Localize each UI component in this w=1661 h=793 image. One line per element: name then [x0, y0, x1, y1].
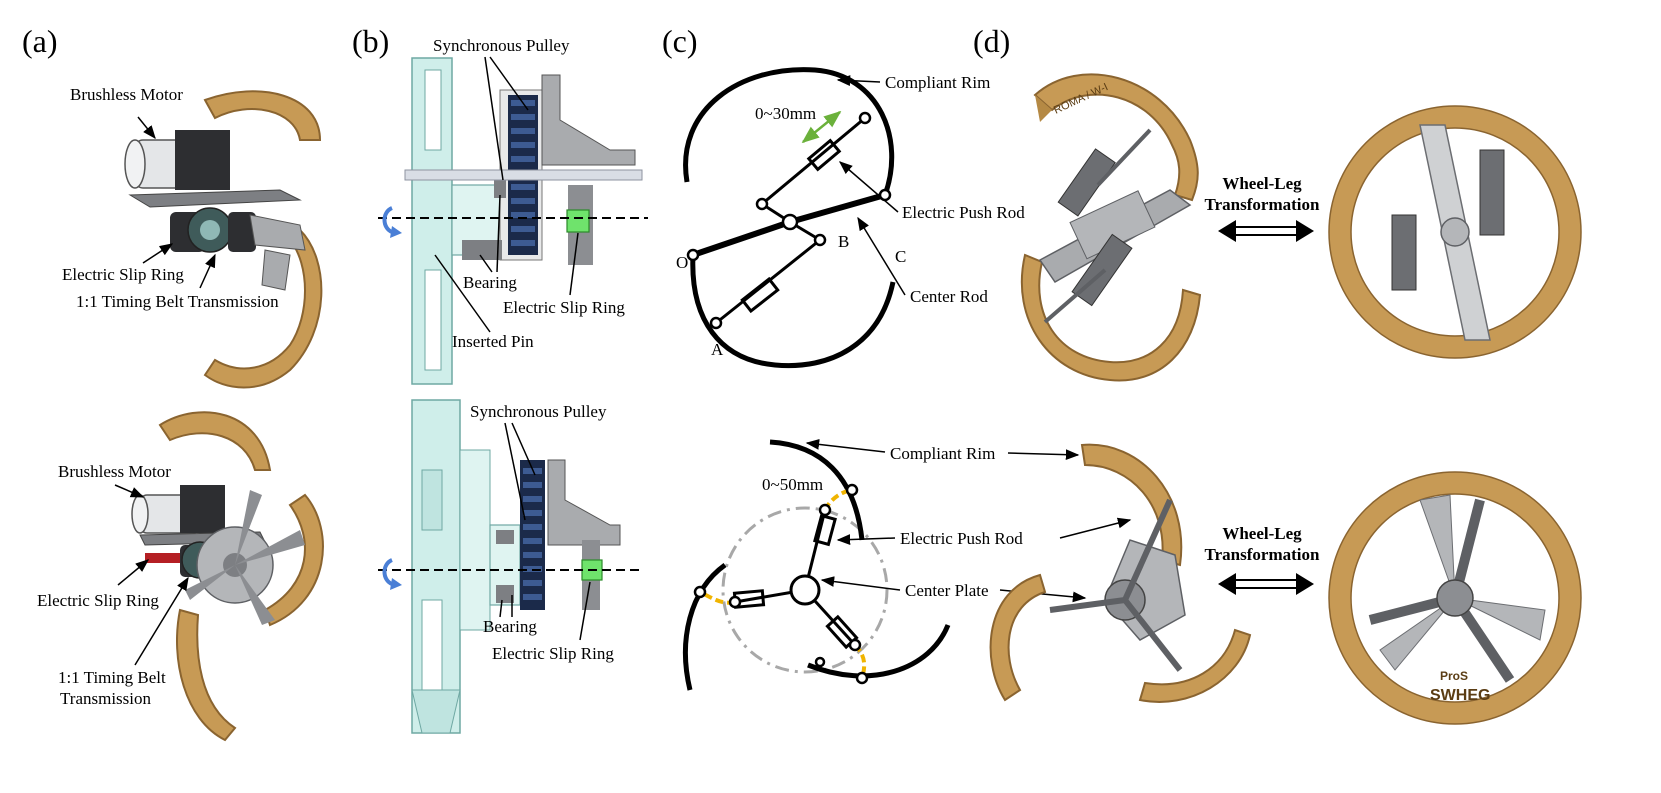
- panel-a-top-render: [124, 90, 323, 389]
- double-arrow-top-icon: [1218, 220, 1314, 242]
- label-electric-push-rod: Electric Push Rod: [902, 203, 1025, 222]
- label-electric-push-rod-bottom: Electric Push Rod: [900, 529, 1023, 548]
- rotation-arrow-icon: [382, 206, 394, 234]
- label-synchronous-pulley: Synchronous Pulley: [433, 36, 570, 55]
- panel-a-top-callouts: Brushless Motor Electric Slip Ring 1:1 T…: [62, 85, 279, 311]
- label-center-plate: Center Plate: [905, 581, 989, 600]
- label-timing-belt-bottom-line1: 1:1 Timing Belt: [58, 668, 166, 687]
- panel-a-bottom-render: [131, 411, 324, 742]
- label-brushless-motor: Brushless Motor: [70, 85, 183, 104]
- label-wheel-leg-bottom-1: Wheel-Leg: [1222, 524, 1302, 543]
- label-electric-slip-ring: Electric Slip Ring: [62, 265, 184, 284]
- label-electric-slip-ring-b-top: Electric Slip Ring: [503, 298, 625, 317]
- double-arrow-bottom-icon: [1218, 573, 1314, 595]
- label-point-o: O: [676, 253, 688, 272]
- panel-a-bottom-callouts: Brushless Motor Electric Slip Ring 1:1 T…: [37, 462, 189, 708]
- label-point-c: C: [895, 247, 906, 266]
- label-timing-belt: 1:1 Timing Belt Transmission: [76, 292, 279, 311]
- panel-d-bottom-transformation: Wheel-Leg Transformation: [1205, 524, 1320, 595]
- rim-text-bottom-d: SWHEG: [1430, 687, 1490, 704]
- panel-d-bottom-leg-mode: [989, 443, 1252, 703]
- label-wheel-leg-top-1: Wheel-Leg: [1222, 174, 1302, 193]
- label-compliant-rim: Compliant Rim: [885, 73, 990, 92]
- panel-c-bottom-diagram: [683, 439, 951, 691]
- label-stroke-50: 0~50mm: [762, 475, 823, 494]
- panel-d-bottom-wheel-mode: SWHEG ProS: [1328, 471, 1582, 725]
- panel-label-b: (b): [352, 23, 389, 59]
- stroke-arrow-top: [801, 110, 842, 144]
- label-compliant-rim-bottom: Compliant Rim: [890, 444, 995, 463]
- panel-d-top-wheel-mode: [1328, 105, 1582, 359]
- panel-c-top-callouts: 0~30mm Compliant Rim Electric Push Rod C…: [676, 73, 1025, 359]
- label-inserted-pin: Inserted Pin: [452, 332, 534, 351]
- label-electric-slip-ring-bottom: Electric Slip Ring: [37, 591, 159, 610]
- panel-b-bottom-section: [378, 399, 640, 734]
- label-wheel-leg-top-2: Transformation: [1205, 195, 1320, 214]
- label-point-b: B: [838, 232, 849, 251]
- label-timing-belt-bottom-line2: Transmission: [60, 689, 152, 708]
- panel-label-a: (a): [22, 23, 58, 59]
- label-stroke-30: 0~30mm: [755, 104, 816, 123]
- label-synchronous-pulley-bottom: Synchronous Pulley: [470, 402, 607, 421]
- label-brushless-motor-bottom: Brushless Motor: [58, 462, 171, 481]
- label-point-a: A: [711, 340, 724, 359]
- label-electric-slip-ring-b-bottom: Electric Slip Ring: [492, 644, 614, 663]
- panel-b-top-callouts: Synchronous Pulley Bearing Electric Slip…: [433, 36, 625, 351]
- label-bearing-bottom: Bearing: [483, 617, 537, 636]
- label-wheel-leg-bottom-2: Transformation: [1205, 545, 1320, 564]
- panel-b-bottom-callouts: Synchronous Pulley Bearing Electric Slip…: [470, 402, 614, 663]
- label-bearing: Bearing: [463, 273, 517, 292]
- label-center-rod: Center Rod: [910, 287, 988, 306]
- panel-c-bottom-callouts: 0~50mm Compliant Rim Electric Push Rod C…: [762, 439, 1132, 603]
- panel-d-top-leg-mode: ROMA / W-I: [1020, 73, 1202, 382]
- panel-label-d: (d): [973, 23, 1010, 59]
- panel-c-top-diagram: [683, 67, 896, 369]
- rim-badge-d: ProS: [1440, 669, 1468, 683]
- panel-label-c: (c): [662, 23, 698, 59]
- panel-d-top-transformation: Wheel-Leg Transformation: [1205, 174, 1320, 242]
